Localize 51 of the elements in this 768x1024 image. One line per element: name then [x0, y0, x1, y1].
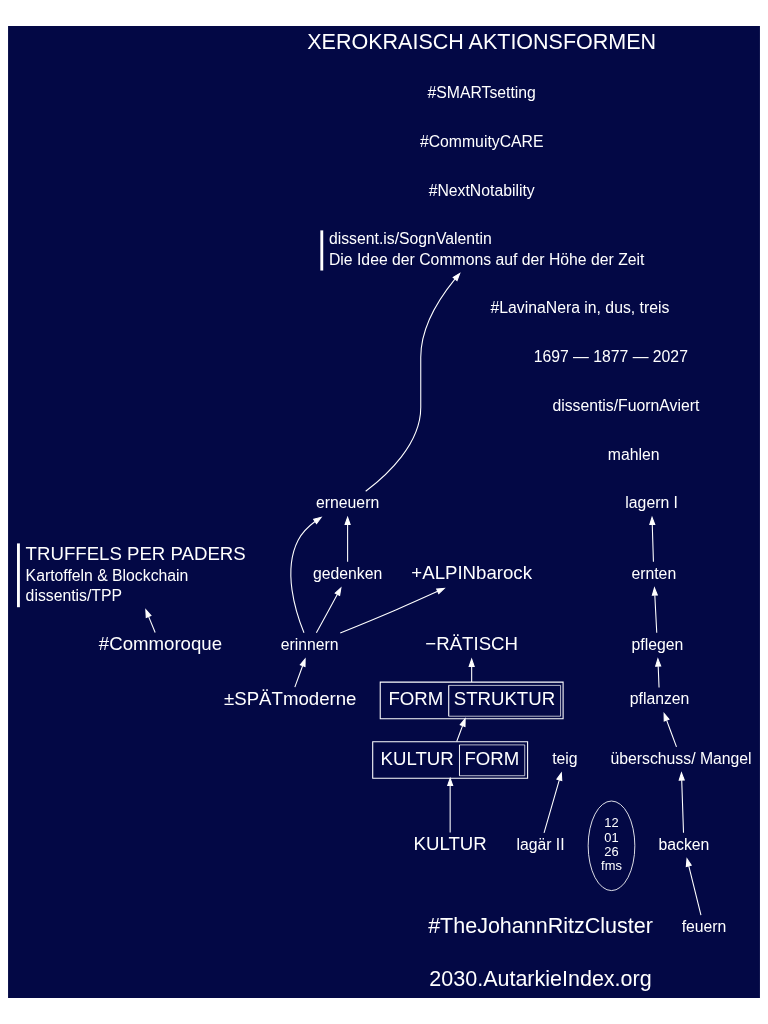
arrow: [543, 771, 563, 834]
label: #SMARTsetting: [427, 84, 536, 102]
node-label: TRUFFELS PER PADERS: [25, 542, 246, 564]
label: #NextNotability: [428, 181, 535, 199]
node-text: −RÄTISCH: [425, 633, 518, 655]
arrow: [344, 515, 351, 563]
arrow: [290, 516, 323, 634]
arrow: [339, 587, 446, 634]
node-label: dissentis/TPP: [25, 587, 123, 605]
label: 2030.AutarkieIndex.org: [429, 966, 652, 991]
node-label: dissent.is/SognValentin: [328, 230, 492, 248]
label: XEROKRAISCH AKTIONSFORMEN: [307, 29, 657, 54]
arrow: [456, 717, 466, 743]
node-ellipse: 12 01 26 fms: [587, 800, 636, 891]
label: #TheJohannRitzCluster: [428, 914, 653, 939]
label: mahlen: [607, 445, 660, 463]
node-label: Die Idee der Commons auf der Höhe der Zeit: [328, 250, 645, 268]
label: #CommuityCARE: [419, 132, 544, 150]
arrow: [365, 272, 461, 492]
arrow: [685, 857, 702, 916]
node-text: lagern I: [625, 494, 678, 512]
node-text: überschuss/ Mangel: [610, 749, 752, 767]
arrow: [446, 776, 454, 833]
arrow: [649, 515, 656, 563]
node-text: lagär II: [516, 835, 565, 853]
node-text: ernten: [631, 564, 677, 582]
node-label: Kartoffeln & Blockchain: [25, 567, 189, 585]
label: dissentis/FuornAviert: [552, 396, 700, 414]
node-text: backen: [658, 835, 710, 853]
node-text: KULTUR: [413, 833, 487, 855]
node-text: +ALPINbarock: [411, 562, 532, 584]
node-text: feuern: [681, 918, 727, 936]
arrow: [678, 771, 685, 834]
arrow: [145, 608, 156, 633]
arrow: [663, 711, 678, 748]
arrow: [294, 657, 306, 688]
node-box: [17, 543, 20, 608]
arrow: [651, 586, 659, 634]
node-box: [320, 230, 324, 271]
node-text: gedenken: [312, 564, 383, 582]
label: 1697 — 1877 — 2027: [533, 348, 688, 366]
node-text: pflegen: [631, 635, 684, 653]
node-text: erinnern: [280, 635, 339, 653]
node-text: erneuern: [316, 494, 380, 512]
arrow: [315, 586, 342, 634]
node-text: teig: [552, 749, 578, 767]
node-text: ±SPÄTmoderne: [224, 687, 357, 709]
arrow: [654, 657, 662, 688]
node-text: pflanzen: [629, 690, 690, 708]
node-text: #Commoroque: [98, 633, 223, 655]
label: #LavinaNera in, dus, treis: [490, 299, 670, 317]
